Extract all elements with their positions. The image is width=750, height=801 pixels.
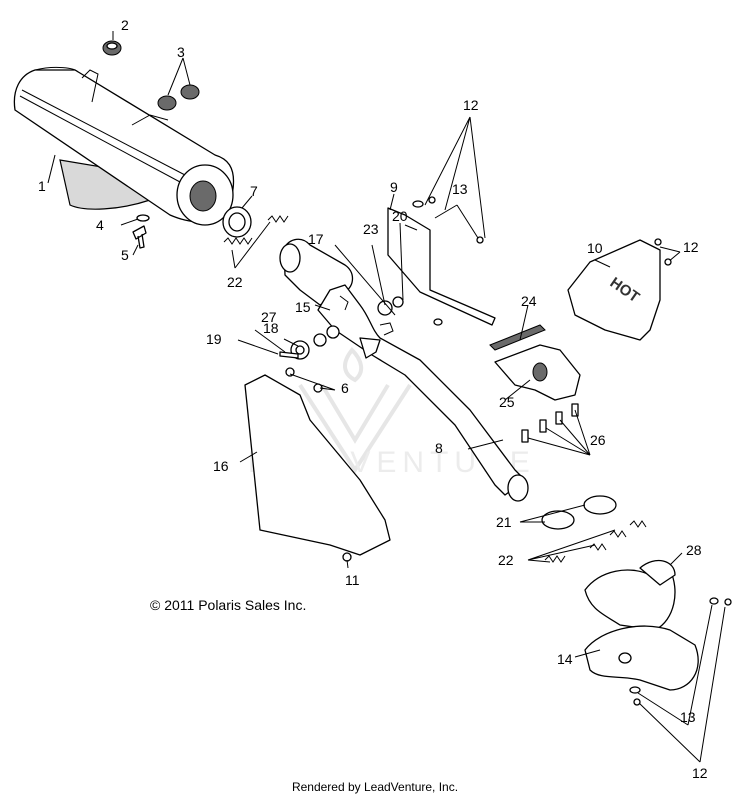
callout-14: 14: [557, 651, 573, 667]
gasket-7: [222, 206, 252, 238]
grommet-2: [102, 40, 122, 56]
callout-12-top: 12: [463, 97, 479, 113]
callout-20: 20: [392, 208, 408, 224]
callout-3: 3: [177, 44, 185, 60]
bracket-9: [387, 207, 496, 326]
callout-25: 25: [499, 394, 515, 410]
copyright-notice: © 2011 Polaris Sales Inc.: [150, 597, 307, 613]
callout-13-bottom: 13: [680, 709, 696, 725]
washer-4: [136, 214, 150, 222]
springs-22-upper: [223, 215, 289, 245]
callout-21: 21: [496, 514, 512, 530]
head-pipe: [279, 238, 529, 502]
heat-shield-14: [584, 625, 699, 691]
callout-27: 27: [261, 309, 277, 325]
hardware-left: [279, 325, 352, 562]
callout-11: 11: [345, 572, 360, 588]
grommets-3: [157, 84, 200, 111]
callout-26: 26: [590, 432, 606, 448]
callout-1: 1: [38, 178, 46, 194]
callout-22-upper: 22: [227, 274, 243, 290]
callout-8: 8: [435, 440, 443, 456]
rendered-by-footer: Rendered by LeadVenture, Inc.: [291, 780, 459, 794]
callout-22-lower: 22: [498, 552, 514, 568]
heat-shield-10: HOT: [567, 239, 661, 341]
callout-15: 15: [295, 299, 311, 315]
hardware-lower-right: [412, 196, 732, 706]
callout-23: 23: [363, 221, 379, 237]
callout-12-bottom: 12: [692, 765, 708, 781]
callout-2: 2: [121, 17, 129, 33]
callout-16: 16: [213, 458, 229, 474]
gaskets-21: [541, 495, 617, 530]
callout-6: 6: [341, 380, 349, 396]
callout-28: 28: [686, 542, 702, 558]
callout-9: 9: [390, 179, 398, 195]
callout-17: 17: [308, 231, 324, 247]
bolts-26: [521, 403, 579, 443]
pipe-28: [584, 559, 676, 631]
exhaust-manifold-25: [494, 344, 581, 401]
gasket-24: [489, 324, 546, 351]
callout-18: 18: [263, 320, 279, 336]
heat-shield-16: [244, 374, 391, 556]
callout-12-right: 12: [683, 239, 699, 255]
callout-7: 7: [250, 183, 258, 199]
bolt-5: [132, 225, 147, 249]
callout-13-top: 13: [452, 181, 468, 197]
muffler: [13, 66, 235, 226]
callout-10: 10: [587, 240, 603, 256]
hardware-23-20: [377, 296, 404, 316]
callout-24: 24: [521, 293, 537, 309]
callout-labels: 1 2 3 4 5 6 7 8 9 10 11 12 12 12 13 13 1…: [38, 17, 708, 781]
leader-lines: [47, 31, 726, 763]
callout-5: 5: [121, 247, 129, 263]
callout-4: 4: [96, 217, 104, 233]
callout-19: 19: [206, 331, 222, 347]
